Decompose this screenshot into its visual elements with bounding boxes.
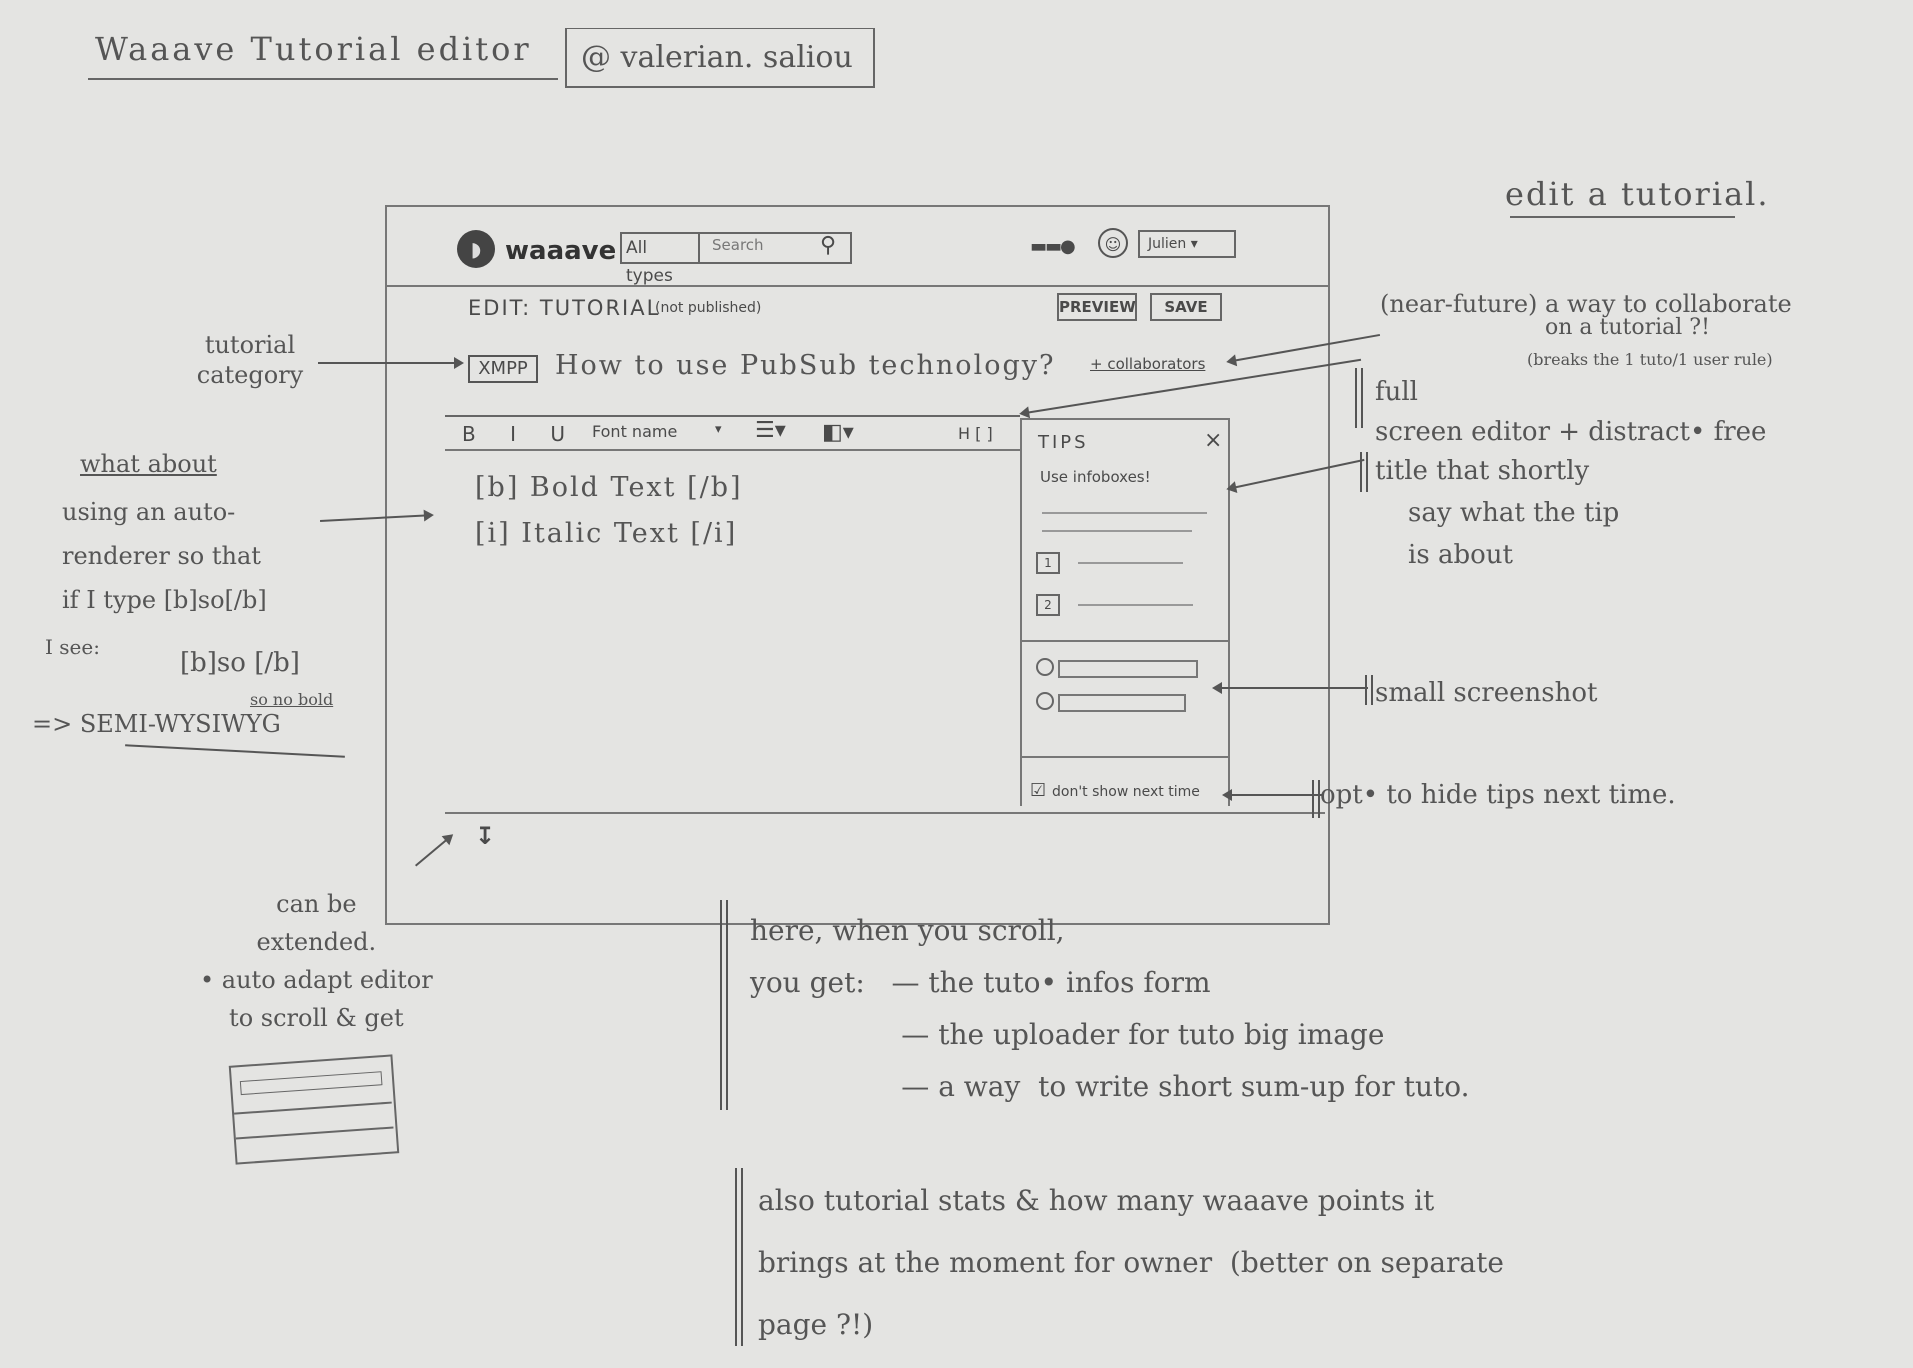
annotation-bar <box>735 1168 743 1346</box>
editor-line[interactable]: [i] Italic Text [/i] <box>475 518 738 549</box>
search-bar <box>620 232 852 264</box>
page-label: edit a tutorial. <box>1505 175 1770 213</box>
author-handle: @ valerian. saliou <box>565 28 875 88</box>
tips-panel <box>1020 418 1230 806</box>
tutorial-title-input[interactable]: How to use PubSub technology? <box>555 350 1056 381</box>
user-menu-dropdown[interactable]: Julien ▾ <box>1138 230 1236 258</box>
dont-show-label: don't show next time <box>1052 784 1200 800</box>
tips-divider <box>1022 756 1230 758</box>
search-input[interactable]: Search <box>712 236 764 254</box>
annotation-category: tutorial category <box>196 331 304 389</box>
screenshot-thumb[interactable] <box>1058 694 1186 712</box>
annotation-bar <box>1360 452 1368 492</box>
annotation-renderer: using an auto- renderer so that if I typ… <box>62 498 267 614</box>
sketch-title: Waaave Tutorial editor <box>95 30 532 68</box>
arrow-icon <box>1212 682 1368 694</box>
annotation-collaborate: (near-future) a way to collaborate <box>1380 290 1792 318</box>
tip-text-line <box>1042 530 1192 532</box>
annotation-hide-tips: opt• to hide tips next time. <box>1320 780 1676 810</box>
publish-status: (not published) <box>655 300 762 316</box>
app-frame <box>385 205 1330 925</box>
screenshot-radio[interactable] <box>1036 692 1054 710</box>
bold-italic-underline-buttons[interactable]: B I U <box>462 422 579 446</box>
editor-bottom-border <box>445 812 1325 814</box>
edit-mode-label: EDIT: TUTORIAL <box>468 296 661 320</box>
align-icon[interactable]: ☰▾ <box>755 418 786 443</box>
editor-toolbar <box>445 415 1020 451</box>
save-button[interactable]: SAVE <box>1150 293 1222 321</box>
search-icon[interactable]: ⚲ <box>820 233 837 258</box>
editor-line[interactable]: [b] Bold Text [/b] <box>475 472 743 503</box>
annotation-stats: also tutorial stats & how many waaave po… <box>758 1184 1504 1341</box>
annotation-no-bold: so no bold <box>250 690 334 709</box>
annotation-bar <box>720 900 728 1110</box>
annotation-fullscreen: full screen editor + distract• free <box>1375 377 1767 447</box>
category-badge[interactable]: XMPP <box>468 355 538 383</box>
notifications-icon[interactable]: ▬▬● <box>1030 236 1076 257</box>
chevron-down-icon[interactable]: ▾ <box>715 422 722 437</box>
tip-heading: Use infoboxes! <box>1040 468 1151 486</box>
annotation-bar <box>1355 368 1363 428</box>
avatar[interactable]: ☺ <box>1098 228 1128 258</box>
screenshot-radio[interactable] <box>1036 658 1054 676</box>
annotation-tip-title: title that shortly say what the tip is a… <box>1375 456 1620 570</box>
logo-text[interactable]: waaave <box>505 236 617 266</box>
tip-text-line <box>1078 604 1193 606</box>
annotation-i-see-code: [b]so [/b] <box>180 648 300 678</box>
step-number: 2 <box>1036 594 1060 616</box>
step-number: 1 <box>1036 552 1060 574</box>
tips-title: TIPS <box>1038 432 1089 453</box>
logo-icon[interactable]: ◗ <box>457 230 495 268</box>
arrow-icon <box>1222 789 1323 801</box>
close-icon[interactable]: × <box>1204 428 1223 453</box>
screenshot-thumb[interactable] <box>1058 660 1198 678</box>
annotation-collaborate-2: on a tutorial ?! <box>1545 315 1710 340</box>
annotation-bar <box>1365 675 1373 705</box>
annotation-bar <box>1312 780 1320 818</box>
tip-text-line <box>1042 512 1207 514</box>
tips-divider <box>1022 640 1230 642</box>
annotation-collaborate-3: (breaks the 1 tuto/1 user rule) <box>1527 350 1773 369</box>
mini-editor-sketch <box>228 1054 400 1165</box>
annotation-screenshot: small screenshot <box>1375 678 1598 708</box>
font-name-select[interactable]: Font name <box>592 422 678 441</box>
add-collaborators-link[interactable]: + collaborators <box>1090 355 1206 373</box>
resize-handle-icon[interactable]: ↧ <box>475 822 496 850</box>
user-menu-label: Julien <box>1148 236 1187 252</box>
page-label-underline <box>1510 216 1735 218</box>
arrow-icon <box>318 357 464 369</box>
annotation-extend: can be extended. • auto adapt editor to … <box>200 890 433 1032</box>
navbar <box>385 205 1330 287</box>
tip-text-line <box>1078 562 1183 564</box>
checkbox-icon[interactable]: ☑ <box>1030 780 1047 801</box>
preview-button[interactable]: PREVIEW <box>1057 293 1137 321</box>
annotation-scroll: here, when you scroll, you get: — the tu… <box>750 914 1470 1103</box>
annotation-underline <box>125 744 345 758</box>
annotation-semi-wysiwyg: => SEMI-WYSIWYG <box>32 710 281 738</box>
annotation-heading: what about <box>80 450 217 478</box>
search-type-select[interactable]: All types <box>622 234 700 286</box>
color-icon[interactable]: ◧▾ <box>822 420 854 445</box>
annotation-i-see: I see: <box>45 635 100 659</box>
title-underline <box>88 78 558 80</box>
fullscreen-button[interactable]: H [ ] <box>958 424 993 443</box>
